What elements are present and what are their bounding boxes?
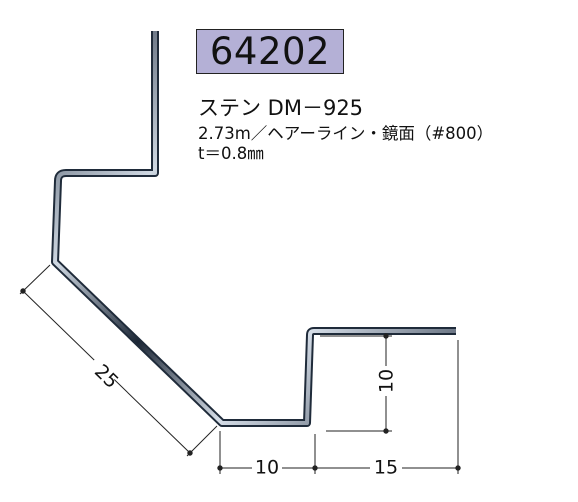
dimension-right-width-label: 15 <box>374 457 398 479</box>
dimension-gap <box>252 457 282 479</box>
dimension-dot <box>312 465 318 471</box>
dimension-dot <box>217 465 223 471</box>
dimension-gap <box>377 366 395 396</box>
dimension-gap <box>370 457 402 479</box>
product-code-box: 64202 <box>196 29 344 74</box>
product-spec: 2.73m／ヘアーライン・鏡面（#800） <box>198 124 494 143</box>
profile-section <box>51 31 456 427</box>
dimension-bottom <box>217 340 461 479</box>
product-thickness: t＝0.8㎜ <box>198 144 264 163</box>
dimension-dot <box>455 465 461 471</box>
dimension-step-height <box>320 333 395 434</box>
product-code: 64202 <box>209 30 331 73</box>
dimension-dot <box>383 333 389 339</box>
dimension-slant <box>19 264 218 457</box>
dimension-gap <box>83 349 125 391</box>
dimension-dot <box>187 450 193 456</box>
product-name: ステン DM－925 <box>198 96 364 120</box>
dimension-bottom-label: 10 <box>255 457 279 479</box>
extension-line <box>19 264 51 295</box>
dimension-step-height-label: 10 <box>376 369 398 393</box>
dimension-dot <box>383 428 389 434</box>
dimension-dot <box>20 288 26 294</box>
profile-core <box>53 31 456 425</box>
extension-line <box>186 425 218 457</box>
